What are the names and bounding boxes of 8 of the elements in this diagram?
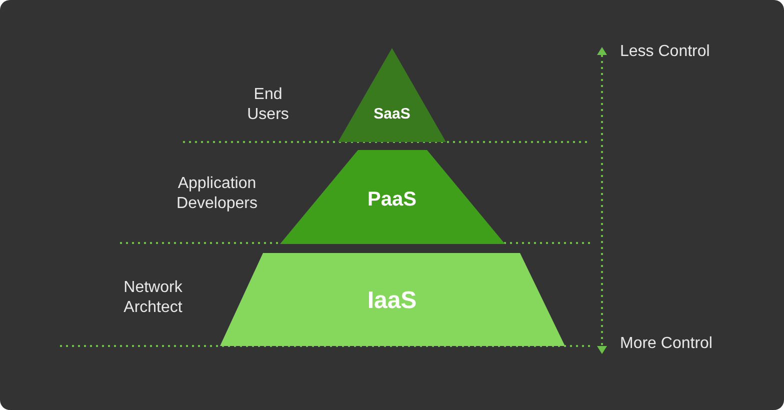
role-label: Application Developers [176, 174, 258, 214]
role-label: Network Archtect [122, 278, 184, 318]
tier-label: IaaS [367, 287, 417, 315]
role-label: End Users [246, 85, 290, 125]
axis-label: Less Control [620, 42, 710, 62]
tier-label: PaaS [368, 188, 416, 212]
axis-label: More Control [620, 334, 712, 354]
tier-label: SaaS [374, 106, 410, 122]
